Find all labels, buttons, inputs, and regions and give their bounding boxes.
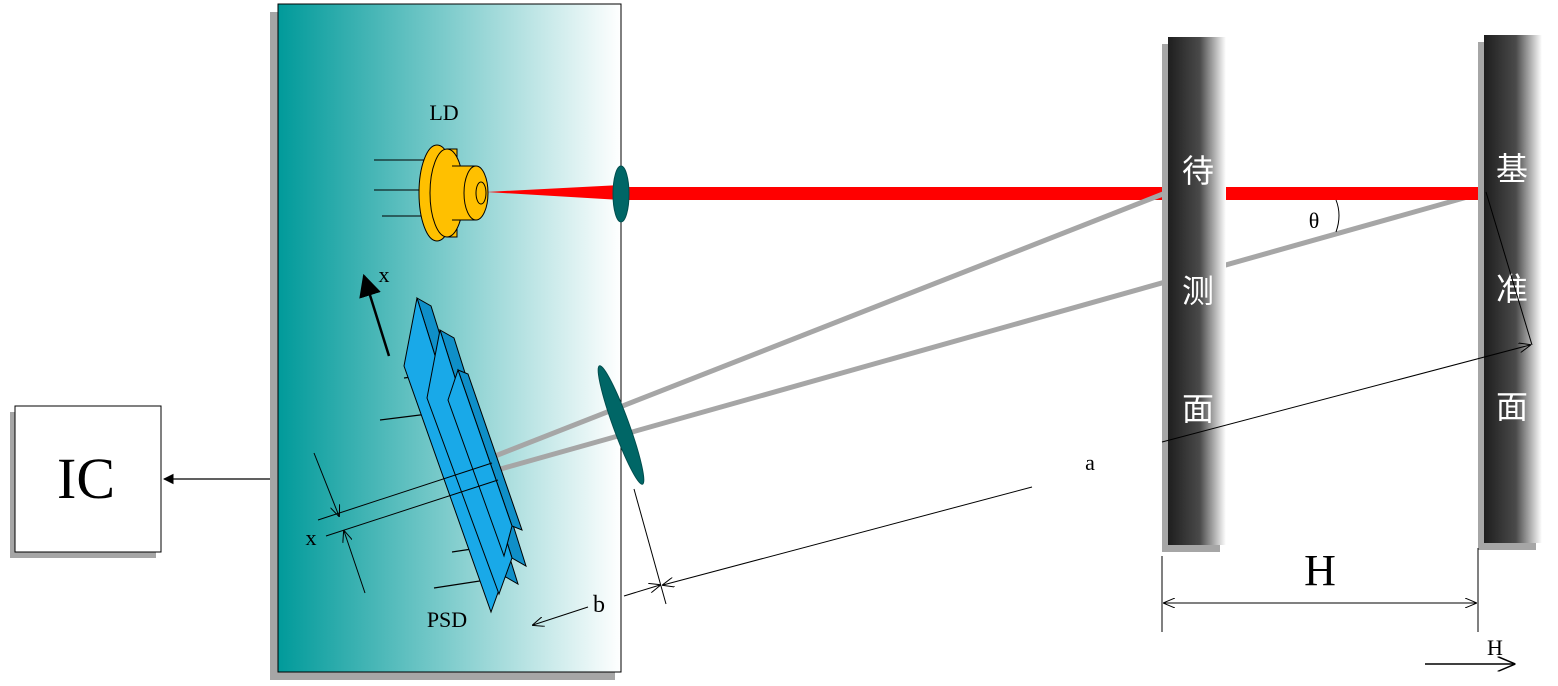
test-surface-char-3: 面 bbox=[1182, 391, 1214, 427]
test-surface-char-1: 待 bbox=[1182, 153, 1214, 189]
h-gap-dimension bbox=[1161, 548, 1479, 632]
laser-diode bbox=[374, 144, 489, 242]
reference-surface-char-2: 准 bbox=[1496, 271, 1528, 307]
reflected-ray-test bbox=[489, 191, 1164, 461]
x-offset-dimension bbox=[313, 452, 499, 594]
ld-label: LD bbox=[429, 100, 458, 125]
reflected-ray-reference bbox=[489, 191, 1479, 475]
test-surface-char-2: 测 bbox=[1182, 273, 1214, 309]
b-dimension bbox=[533, 488, 667, 625]
x-offset-label: x bbox=[306, 525, 317, 550]
h-direction-label: H bbox=[1487, 635, 1503, 660]
laser-beam-cone bbox=[486, 185, 621, 200]
emitter-lens bbox=[612, 165, 630, 223]
reference-surface bbox=[1478, 35, 1542, 550]
laser-beam-segment bbox=[1226, 187, 1478, 200]
a-label: a bbox=[1085, 450, 1095, 475]
theta-arc bbox=[1335, 199, 1340, 233]
x-axis-arrow bbox=[359, 273, 391, 357]
x-axis-label: x bbox=[379, 262, 390, 287]
receiver-lens bbox=[597, 365, 645, 485]
projection-line bbox=[1161, 345, 1530, 443]
a-dimension-line bbox=[663, 486, 1033, 585]
b-label: b bbox=[593, 592, 605, 618]
ic-label: IC bbox=[57, 446, 115, 511]
psd-label: PSD bbox=[427, 607, 467, 632]
reference-normal-line bbox=[1485, 191, 1533, 346]
ic-block: IC bbox=[10, 405, 162, 558]
reference-surface-char-1: 基 bbox=[1496, 151, 1528, 187]
psd-detector bbox=[379, 296, 527, 614]
reference-surface-char-3: 面 bbox=[1496, 389, 1528, 425]
theta-label: θ bbox=[1309, 208, 1320, 233]
h-gap-label: H bbox=[1304, 546, 1336, 595]
test-surface bbox=[1162, 37, 1226, 552]
